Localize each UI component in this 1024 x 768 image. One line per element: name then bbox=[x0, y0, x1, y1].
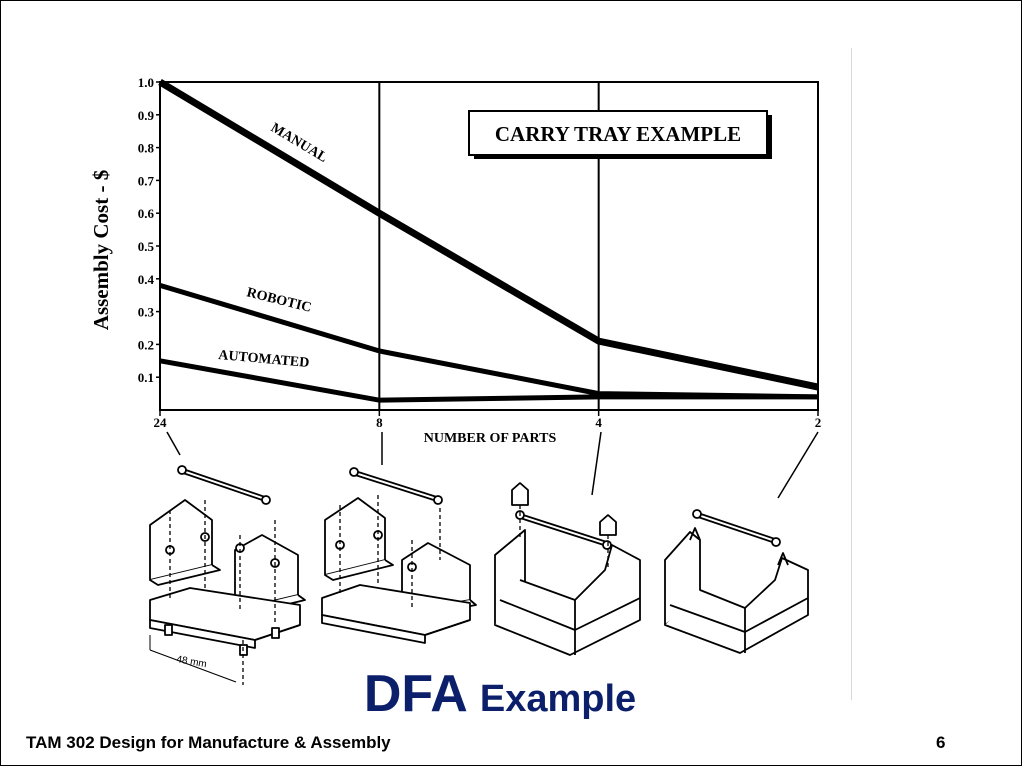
pointer-lines bbox=[166, 431, 819, 499]
footer-course: TAM 302 Design for Manufacture & Assembl… bbox=[26, 733, 391, 752]
pointer-2 bbox=[777, 431, 819, 499]
tray-drawing-2-parts bbox=[664, 509, 809, 654]
y-tick-label: 0.9 bbox=[138, 108, 155, 123]
pointer-24 bbox=[166, 431, 181, 456]
series-line-automated bbox=[159, 358, 818, 403]
series-line-manual bbox=[158, 78, 819, 391]
x-axis-label: NUMBER OF PARTS bbox=[424, 431, 557, 446]
slide-title: DFA Example bbox=[0, 664, 1000, 724]
slide-title-sub: Example bbox=[479, 678, 637, 720]
series-label-manual: MANUAL bbox=[268, 121, 330, 166]
tray-drawing-4-parts bbox=[494, 482, 641, 656]
y-axis-ticks: 0.1 0.2 0.3 0.4 0.5 0.6 0.7 0.8 0.9 1.0 bbox=[138, 75, 160, 385]
x-tick-label: 8 bbox=[376, 415, 383, 430]
y-tick-label: 0.2 bbox=[138, 337, 154, 352]
chart-title: CARRY TRAY EXAMPLE bbox=[495, 122, 741, 146]
series-label-automated: AUTOMATED bbox=[218, 348, 310, 371]
tray-drawing-8-parts bbox=[321, 467, 477, 644]
y-tick-label: 0.6 bbox=[138, 206, 155, 221]
side-rule bbox=[851, 48, 852, 700]
x-tick-label: 24 bbox=[154, 415, 168, 430]
dimension-label: 48 mm bbox=[175, 654, 207, 670]
y-tick-label: 0.5 bbox=[138, 239, 155, 254]
y-tick-label: 0.1 bbox=[138, 370, 154, 385]
pointer-4 bbox=[591, 431, 602, 496]
y-axis-label: Assembly Cost - $ bbox=[89, 170, 113, 330]
tray-drawing-24-parts bbox=[149, 465, 306, 685]
series-lines bbox=[158, 78, 819, 403]
y-tick-label: 0.4 bbox=[138, 272, 155, 287]
x-tick-label: 2 bbox=[815, 415, 822, 430]
y-tick-label: 0.7 bbox=[138, 173, 155, 188]
y-tick-label: 0.3 bbox=[138, 305, 155, 320]
chart-title-box bbox=[468, 110, 768, 156]
y-tick-label: 0.8 bbox=[138, 141, 155, 156]
x-tick-label: 4 bbox=[595, 415, 602, 430]
y-tick-label: 1.0 bbox=[138, 75, 154, 90]
page-number: 6 bbox=[936, 733, 946, 752]
slide-title-main: DFA bbox=[363, 665, 468, 723]
x-axis-ticks: 24 8 4 2 bbox=[154, 410, 822, 430]
